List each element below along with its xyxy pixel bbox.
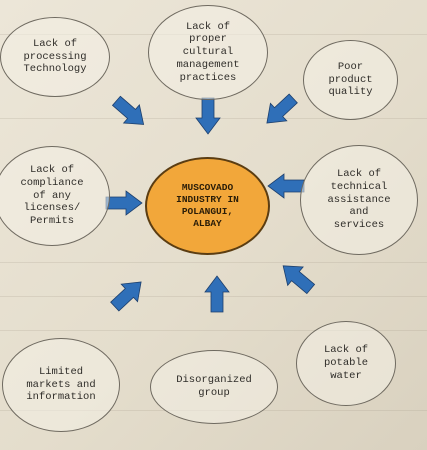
node-cultural-management: Lack of proper cultural management pract… [148,5,268,100]
node-compliance: Lack of compliance of any licenses/ Perm… [0,146,110,246]
node-group-label: Disorganized group [176,374,252,399]
node-processing-label: Lack of processing Technology [23,37,87,76]
arrow-from-processing [108,91,152,134]
node-limited-markets: Limited markets and information [2,338,120,432]
center-node-muscovado-industry: MUSCOVADO INDUSTRY IN POLANGUI, ALBAY [145,157,270,255]
node-markets-label: Limited markets and information [26,365,96,404]
arrow-from-group [204,275,230,313]
node-potable-water: Lack of potable water [296,321,396,406]
center-label: MUSCOVADO INDUSTRY IN POLANGUI, ALBAY [176,182,239,229]
arrow-from-water [274,256,319,299]
node-quality-label: Poor product quality [328,60,373,99]
arrow-from-cultural [195,97,221,135]
node-product-quality: Poor product quality [303,40,398,120]
node-technical-label: Lack of technical assistance and service… [327,168,391,232]
node-processing-technology: Lack of processing Technology [0,17,110,97]
arrow-from-markets [106,272,150,316]
node-disorganized-group: Disorganized group [150,350,278,424]
arrow-from-technical [267,173,305,199]
node-water-label: Lack of potable water [323,344,369,382]
node-compliance-label: Lack of compliance of any licenses/ Perm… [20,164,84,228]
arrow-from-quality [258,89,302,133]
node-technical-assistance: Lack of technical assistance and service… [300,145,418,255]
node-cultural-label: Lack of proper cultural management pract… [176,20,240,84]
arrow-from-compliance [105,190,143,216]
